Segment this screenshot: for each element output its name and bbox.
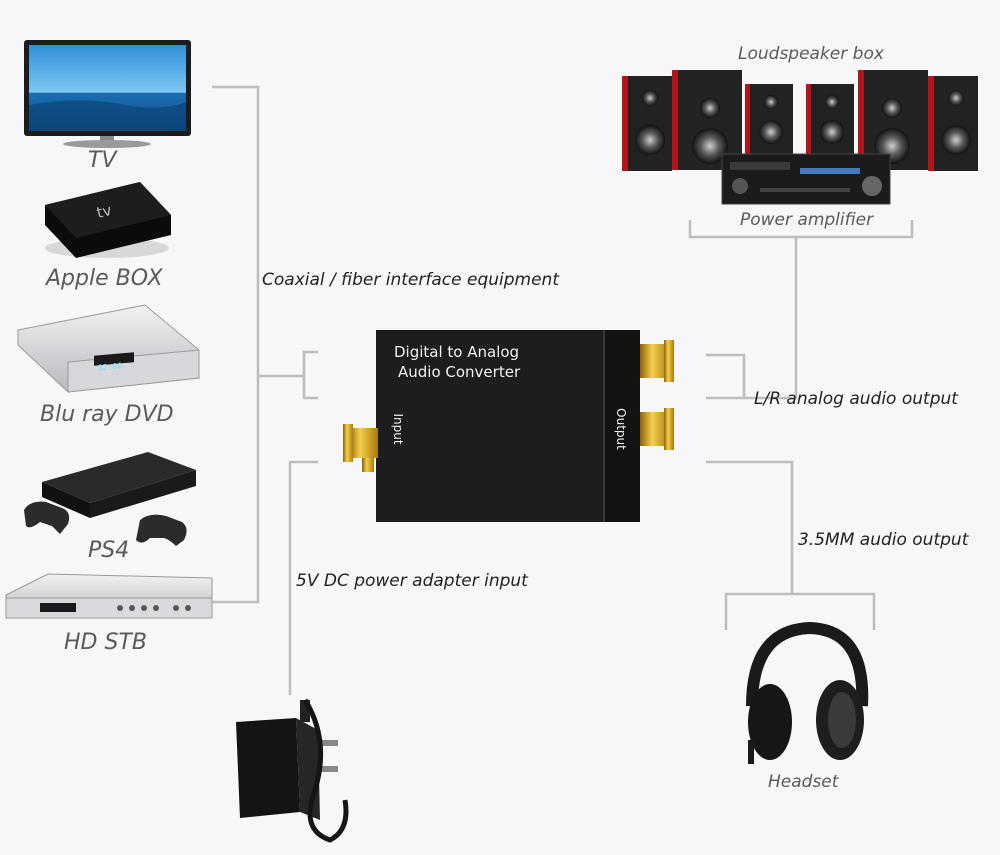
tv-device — [24, 40, 191, 148]
mm-output-label: 3.5MM audio output — [798, 530, 969, 550]
converter-device — [343, 330, 674, 522]
headset-bracket — [724, 592, 876, 630]
hd-stb-device — [5, 573, 213, 619]
power-input-label: 5V DC power adapter input — [296, 571, 528, 591]
left-bus-line — [212, 85, 260, 604]
ps4-label: PS4 — [88, 538, 130, 563]
mm-line — [706, 460, 794, 594]
output-bracket — [706, 353, 746, 400]
power-line — [288, 460, 318, 695]
amplifier-label: Power amplifier — [740, 210, 874, 230]
converter-title-line1: Digital to Analog — [394, 343, 520, 361]
loudspeaker-set — [622, 70, 978, 171]
ps4-device — [24, 452, 196, 546]
amp-drop-line — [744, 237, 798, 400]
coaxial-label: Coaxial / fiber interface equipment — [262, 270, 559, 290]
lr-output-label: L/R analog audio output — [754, 389, 958, 409]
output-port-label: Output — [614, 408, 628, 450]
headset-label: Headset — [768, 772, 839, 792]
input-bracket — [302, 350, 318, 400]
power-amplifier-device — [721, 153, 891, 205]
input-jack — [343, 424, 378, 472]
hd-stb-label: HD STB — [64, 630, 147, 655]
converter-title-line2: Audio Converter — [398, 363, 521, 381]
input-port-label: Input — [391, 413, 405, 445]
headset-device — [746, 621, 869, 764]
apple-box-device: tv — [45, 182, 171, 258]
bluray-device: 12:00 — [17, 304, 200, 393]
amp-bracket — [688, 220, 914, 239]
output-jack-top — [640, 340, 674, 382]
output-jack-bottom — [640, 408, 674, 450]
connector-lines — [212, 85, 914, 695]
apple-box-label: Apple BOX — [46, 266, 163, 291]
power-adapter-device — [236, 698, 349, 843]
tv-label: TV — [88, 148, 117, 173]
apple-box-logo: tv — [95, 201, 114, 222]
speaker-box-label: Loudspeaker box — [738, 44, 884, 64]
bluray-display: 12:00 — [98, 361, 122, 372]
bluray-label: Blu ray DVD — [40, 402, 174, 427]
